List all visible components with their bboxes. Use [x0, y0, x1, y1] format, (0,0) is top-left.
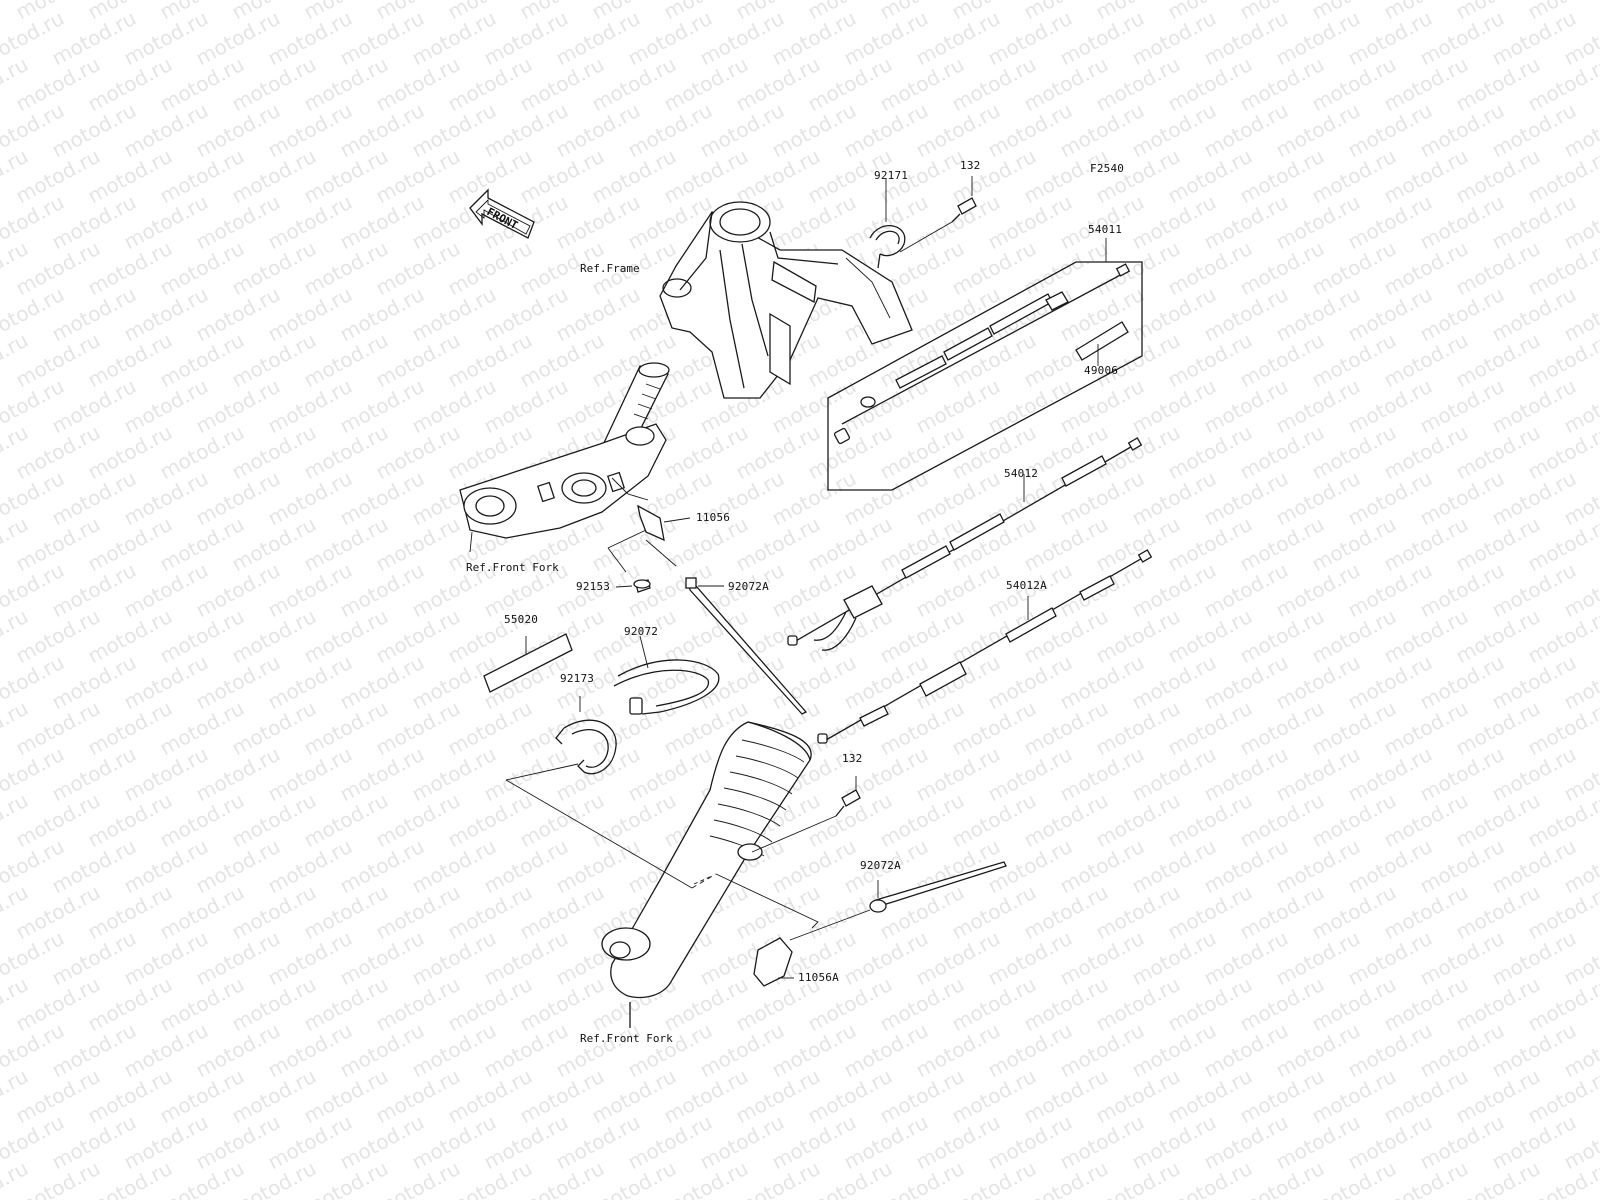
cable-54012A: [817, 549, 1153, 744]
part-label-49006: 49006: [1084, 364, 1119, 377]
band-92072: [613, 635, 720, 715]
part-label-132-bottom: 132: [842, 752, 863, 765]
part-label-54012A: 54012A: [1006, 579, 1047, 592]
steering-stem-assembly: [459, 362, 670, 553]
part-label-132-top: 132: [960, 159, 981, 172]
part-label-92171: 92171: [874, 169, 909, 182]
part-label-92173: 92173: [560, 672, 595, 685]
figure-code: F2540: [1090, 162, 1125, 175]
lower-fork-leg: [601, 721, 812, 1028]
cable-54011-box: [827, 238, 1143, 491]
part-label-55020: 55020: [504, 613, 539, 626]
part-label-92072A-bottom: 92072A: [860, 859, 901, 872]
front-direction-arrow: FRONT: [469, 188, 535, 239]
lower-fasteners-group: [751, 776, 1007, 987]
ref-front-fork-lower-label: Ref.Front Fork: [580, 1032, 673, 1045]
part-label-92072: 92072: [624, 625, 659, 638]
part-label-92153: 92153: [576, 580, 611, 593]
part-label-54011: 54011: [1088, 223, 1123, 236]
upper-clamp-group: [869, 176, 977, 269]
part-label-11056: 11056: [696, 511, 731, 524]
part-label-11056A: 11056A: [798, 971, 839, 984]
part-label-92072A-top: 92072A: [728, 580, 769, 593]
part-label-54012: 54012: [1004, 467, 1039, 480]
ref-front-fork-upper-label: Ref.Front Fork: [466, 561, 559, 574]
warning-label-55020: [483, 633, 573, 693]
upper-cable-guide-group: [607, 477, 808, 715]
cable-54012: [787, 437, 1143, 651]
clamp-92173: [555, 696, 617, 775]
frame-assembly: [659, 201, 913, 399]
alignment-lines: [505, 763, 819, 929]
ref-frame-label: Ref.Frame: [580, 262, 640, 275]
